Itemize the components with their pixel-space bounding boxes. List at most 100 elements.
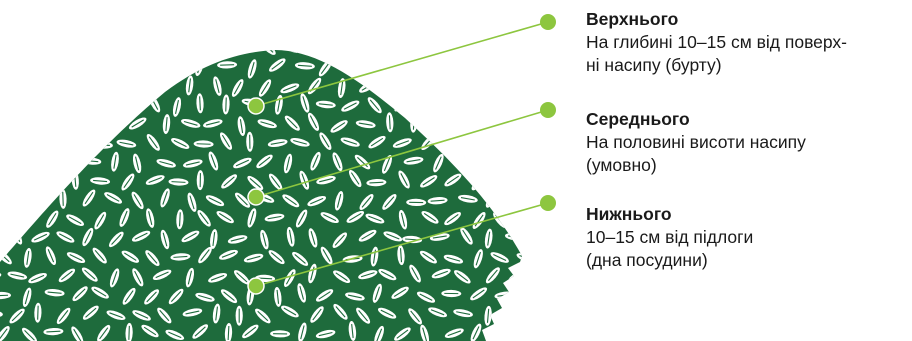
grain [7, 75, 19, 96]
grain [0, 169, 8, 189]
layer-title-top: Верхнього [586, 8, 906, 31]
grain [41, 61, 62, 76]
grain [482, 114, 492, 135]
label-marker-top [540, 14, 556, 30]
grain [168, 61, 189, 71]
grain [519, 177, 540, 191]
grain [381, 38, 401, 57]
grain [35, 149, 48, 170]
grain [70, 62, 91, 77]
grain [20, 174, 40, 183]
grain [442, 133, 462, 151]
grain [44, 171, 58, 192]
grain [518, 101, 539, 110]
grain [130, 40, 151, 57]
grain [455, 118, 476, 131]
grain [454, 157, 475, 170]
grain [515, 62, 535, 69]
grain [518, 133, 538, 151]
grain [108, 114, 119, 135]
grain [69, 93, 85, 114]
grain [32, 77, 42, 98]
grain [71, 135, 90, 154]
grain [123, 95, 136, 116]
grain [40, 133, 61, 149]
grain [9, 225, 25, 246]
grain [357, 39, 377, 58]
grain [507, 79, 528, 95]
grain [0, 131, 6, 152]
grain [0, 210, 15, 224]
grain [152, 46, 173, 55]
grain [469, 173, 488, 192]
grain [85, 114, 101, 135]
grain [92, 96, 109, 117]
grain [505, 307, 526, 318]
grain [392, 94, 411, 114]
grain [470, 133, 481, 154]
grain [474, 96, 486, 117]
sample-point-middle [248, 189, 264, 205]
layer-label-top: Верхнього На глибині 10–15 см від поверх… [586, 8, 906, 77]
grain [491, 57, 511, 75]
layer-description-top: На глибині 10–15 см від поверх- ні насип… [586, 31, 906, 77]
grain [522, 322, 537, 341]
grain [484, 188, 500, 209]
grain [379, 79, 400, 88]
grain [505, 40, 526, 56]
grain [309, 37, 324, 58]
label-marker-middle [540, 102, 556, 118]
grain [33, 115, 51, 135]
grain [507, 159, 527, 167]
grain [17, 100, 37, 109]
grain [231, 39, 252, 55]
grain [514, 288, 535, 301]
grain [18, 138, 39, 152]
grain [15, 61, 36, 76]
label-marker-bottom [540, 195, 556, 211]
grain [493, 177, 514, 187]
grain [11, 150, 21, 171]
grain [10, 38, 18, 58]
grain [117, 56, 132, 77]
grain [456, 78, 474, 98]
layer-description-bottom: 10–15 см від підлоги (дна посудини) [586, 226, 906, 272]
grain [494, 329, 515, 341]
grain [127, 75, 148, 92]
grain [507, 189, 527, 207]
grain [54, 38, 74, 56]
grain [28, 191, 49, 206]
grain [483, 75, 492, 96]
grain [6, 115, 20, 136]
grain [419, 61, 440, 76]
grain [328, 41, 348, 60]
grain [177, 43, 198, 53]
grain [420, 93, 434, 114]
grain [99, 57, 110, 78]
grain [406, 37, 426, 55]
grain [0, 95, 14, 113]
grain [429, 41, 450, 51]
grain [142, 56, 159, 77]
sample-point-bottom [248, 278, 264, 294]
grain [82, 77, 101, 97]
sample-point-top [248, 98, 264, 114]
grain [457, 38, 472, 59]
grain [87, 36, 94, 56]
grain [489, 96, 510, 111]
grain [478, 150, 497, 169]
grain [520, 215, 541, 224]
layer-title-bottom: Нижнього [586, 203, 906, 226]
grain [408, 76, 422, 97]
grain [443, 55, 461, 75]
grain [57, 112, 75, 132]
grain [56, 79, 77, 91]
grain [0, 57, 12, 77]
grain [492, 138, 513, 151]
layer-description-middle: На половині висоти насипу (умовно) [586, 131, 906, 177]
layer-title-middle: Середнього [586, 108, 906, 131]
grain [59, 149, 69, 170]
grain [31, 39, 43, 60]
grain [434, 112, 446, 133]
grain [438, 77, 445, 97]
